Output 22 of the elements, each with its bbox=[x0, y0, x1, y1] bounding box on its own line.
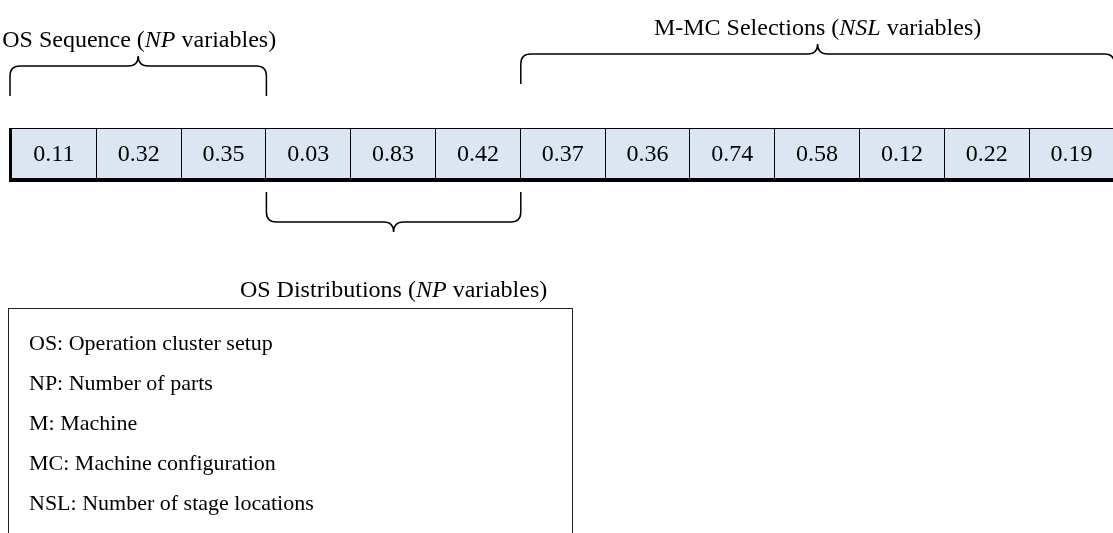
glossary-entry: NSL: Number of stage locations bbox=[29, 489, 315, 517]
value-cell: 0.35 bbox=[181, 128, 267, 178]
value-cell: 0.74 bbox=[690, 128, 776, 178]
value-cell: 0.32 bbox=[96, 128, 182, 178]
value-cell: 0.37 bbox=[520, 128, 606, 178]
value-cell: 0.11 bbox=[12, 128, 97, 178]
glossary-entry: M: Machine bbox=[29, 409, 139, 437]
value-cell: 0.22 bbox=[944, 128, 1030, 178]
value-cell: 0.83 bbox=[351, 128, 436, 178]
value-cell: 0.19 bbox=[1029, 128, 1113, 178]
value-cell: 0.42 bbox=[436, 128, 521, 178]
glossary-entry: OS: Operation cluster setup bbox=[29, 329, 274, 357]
value-cell: 0.36 bbox=[605, 128, 691, 178]
glossary-box bbox=[8, 308, 573, 533]
glossary-entry: NP: Number of parts bbox=[29, 369, 214, 397]
value-cell: 0.12 bbox=[860, 128, 945, 178]
value-cell: 0.58 bbox=[775, 128, 860, 178]
value-cell: 0.03 bbox=[266, 128, 352, 178]
glossary-entry: MC: Machine configuration bbox=[29, 449, 277, 477]
brace-label: OS Sequence (NP variables) bbox=[2, 26, 277, 53]
brace-label: M-MC Selections (NSL variables) bbox=[653, 14, 982, 41]
brace-label: OS Distributions (NP variables) bbox=[239, 276, 548, 303]
